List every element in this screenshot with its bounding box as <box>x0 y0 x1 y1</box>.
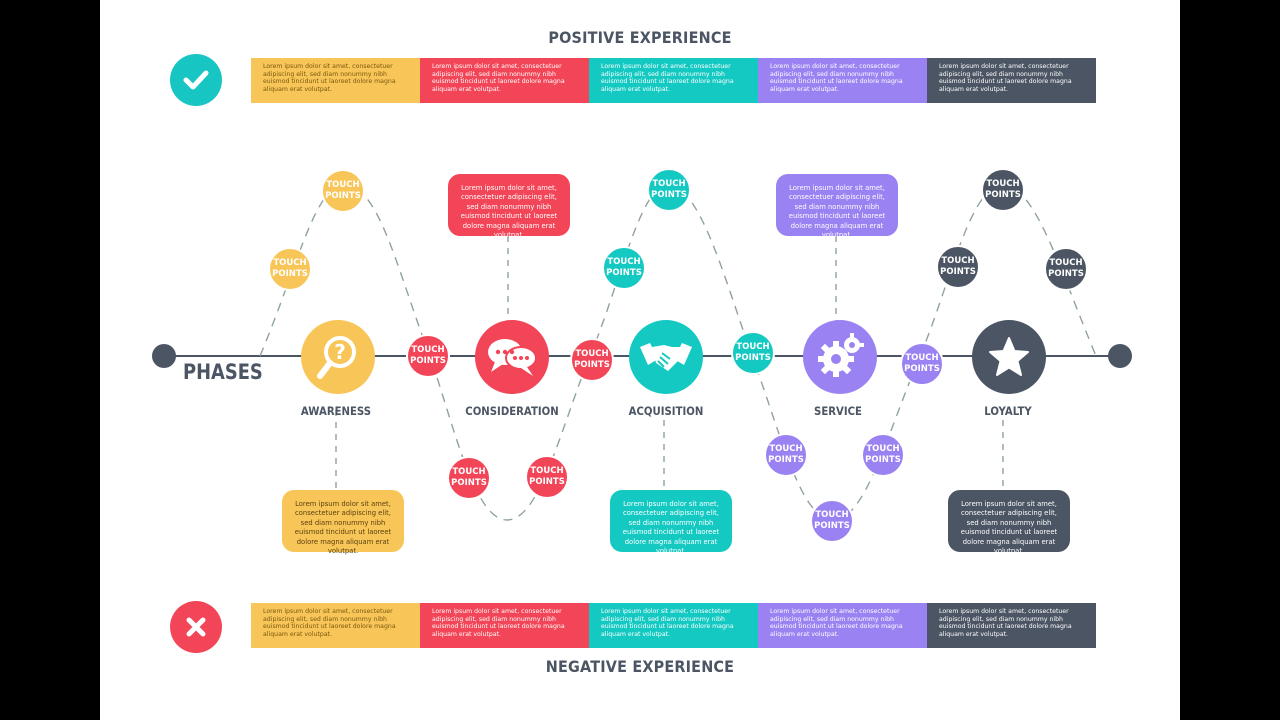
negative-cell-acquisition: Lorem ipsum dolor sit amet, consectetuer… <box>589 603 758 648</box>
cross-icon <box>170 601 222 653</box>
check-icon <box>170 54 222 106</box>
phase-label-service: SERVICE <box>814 404 862 418</box>
negative-cell-service: Lorem ipsum dolor sit amet, consectetuer… <box>758 603 927 648</box>
phases-label: PHASES <box>183 360 263 384</box>
negative-cell-loyalty: Lorem ipsum dolor sit amet, consectetuer… <box>927 603 1096 648</box>
question-magnifier-icon: ? <box>301 320 375 394</box>
negative-cell-awareness: Lorem ipsum dolor sit amet, consectetuer… <box>251 603 420 648</box>
phase-label-acquisition: ACQUISITION <box>628 404 704 418</box>
speech-bubbles-icon <box>475 320 549 394</box>
note-service: Lorem ipsum dolor sit amet, consectetuer… <box>776 174 898 239</box>
note-acquisition: Lorem ipsum dolor sit amet, consectetuer… <box>610 490 732 555</box>
note-consideration: Lorem ipsum dolor sit amet, consectetuer… <box>448 174 570 239</box>
phase-label-loyalty: LOYALTY <box>984 404 1032 418</box>
handshake-icon <box>629 320 703 394</box>
positive-cell-awareness: Lorem ipsum dolor sit amet, consectetuer… <box>251 58 420 103</box>
positive-cell-consideration: Lorem ipsum dolor sit amet, consectetuer… <box>420 58 589 103</box>
phase-label-awareness: AWARENESS <box>300 404 372 418</box>
svg-text:?: ? <box>334 340 346 364</box>
positive-experience-heading: POSITIVE EXPERIENCE <box>548 28 732 47</box>
positive-cell-loyalty: Lorem ipsum dolor sit amet, consectetuer… <box>927 58 1096 103</box>
positive-cell-service: Lorem ipsum dolor sit amet, consectetuer… <box>758 58 927 103</box>
positive-experience-bar: Lorem ipsum dolor sit amet, consectetuer… <box>251 58 1096 103</box>
timeline-end-dot <box>1108 344 1132 368</box>
phase-label-consideration: CONSIDERATION <box>465 404 559 418</box>
note-awareness: Lorem ipsum dolor sit amet, consectetuer… <box>282 490 404 555</box>
timeline-start-dot <box>152 344 176 368</box>
gears-icon <box>803 320 877 394</box>
journey-map-slide: POSITIVE EXPERIENCE Lorem ipsum dolor si… <box>100 0 1180 720</box>
negative-experience-heading: NEGATIVE EXPERIENCE <box>545 657 735 676</box>
negative-experience-bar: Lorem ipsum dolor sit amet, consectetuer… <box>251 603 1096 648</box>
negative-cell-consideration: Lorem ipsum dolor sit amet, consectetuer… <box>420 603 589 648</box>
star-icon <box>972 320 1046 394</box>
positive-cell-acquisition: Lorem ipsum dolor sit amet, consectetuer… <box>589 58 758 103</box>
note-loyalty: Lorem ipsum dolor sit amet, consectetuer… <box>948 490 1070 555</box>
